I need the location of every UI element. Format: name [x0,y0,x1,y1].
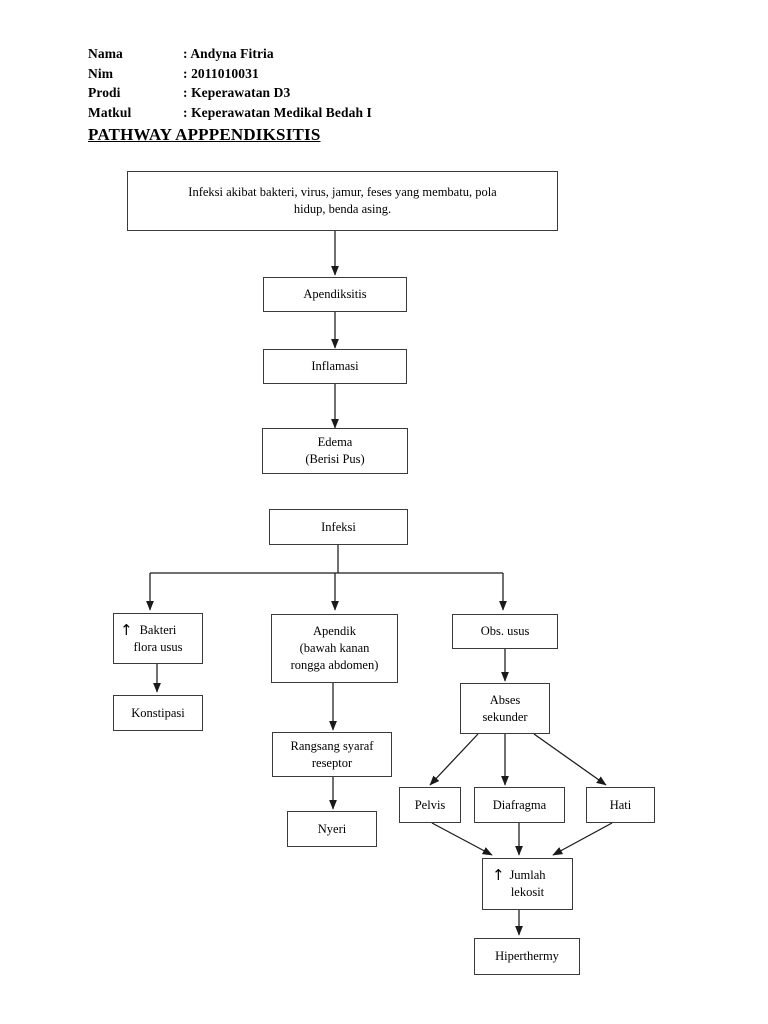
node-bakteri-flora-usus-label: Bakteri flora usus [133,622,183,654]
edge-pelvis-to-lekosit [431,822,493,856]
node-apendik-label: Apendik (bawah kanan rongga abdomen) [290,624,379,672]
node-abses-sekunder-label: Abses sekunder [482,692,528,724]
meta-label-prodi: Prodi [88,85,121,100]
meta-row-prodi: Prodi : Keperawatan D3 [88,83,608,103]
node-diafragma[interactable]: Diafragma [474,787,565,823]
node-rangsang-syaraf-reseptor-label: Rangsang syaraf reseptor [290,738,374,770]
node-obs-usus[interactable]: Obs. usus [452,614,558,649]
edge-abses-to-hati [533,733,607,786]
increase-arrow-icon: ↑ [492,866,505,884]
meta-label-matkul: Matkul [88,104,132,120]
meta-value-matkul: : Keperawatan Medikal Bedah I [183,104,372,120]
node-pelvis-label: Pelvis [414,797,446,812]
student-info-header: Nama : Andyna Fitria Nim : 2011010031 Pr… [88,44,608,146]
meta-value-nim: : 2011010031 [183,65,259,81]
node-apendiksitis[interactable]: Apendiksitis [263,277,407,312]
node-cause[interactable]: Infeksi akibat bakteri, virus, jamur, fe… [127,171,558,231]
node-rangsang-syaraf-reseptor[interactable]: Rangsang syaraf reseptor [272,732,392,777]
node-jumlah-lekosit-label: Jumlah lekosit [509,868,546,899]
node-infeksi-label: Infeksi [321,519,356,534]
node-nyeri-label: Nyeri [317,821,347,836]
node-inflamasi[interactable]: Inflamasi [263,349,407,384]
node-konstipasi[interactable]: Konstipasi [113,695,203,731]
edge-abses-to-pelvis [429,733,479,786]
node-hiperthermy[interactable]: Hiperthermy [474,938,580,975]
node-pelvis[interactable]: Pelvis [399,787,461,823]
meta-value-nama: : Andyna Fitria [183,46,274,61]
node-inflamasi-label: Inflamasi [311,359,359,373]
node-hati[interactable]: Hati [586,787,655,823]
meta-label-nim: Nim [88,65,114,81]
node-abses-sekunder[interactable]: Abses sekunder [460,683,550,734]
node-nyeri[interactable]: Nyeri [287,811,377,847]
node-obs-usus-label: Obs. usus [480,624,530,638]
meta-row-nim: Nim : 2011010031 [88,64,608,84]
node-konstipasi-label: Konstipasi [131,705,185,720]
node-apendiksitis-label: Apendiksitis [303,287,367,301]
meta-value-prodi: : Keperawatan D3 [183,85,291,100]
increase-arrow-icon: ↑ [120,621,133,639]
page-title: PATHWAY APPPENDIKSITIS [88,125,321,144]
node-apendik[interactable]: Apendik (bawah kanan rongga abdomen) [271,614,398,683]
node-bakteri-flora-usus[interactable]: ↑ Bakteri flora usus [113,613,203,664]
node-edema[interactable]: Edema (Berisi Pus) [262,428,408,474]
node-hiperthermy-label: Hiperthermy [495,949,559,963]
meta-row-matkul: Matkul : Keperawatan Medikal Bedah I [88,103,608,123]
edge-hati-to-lekosit [552,822,613,856]
node-diafragma-label: Diafragma [492,797,547,812]
node-infeksi[interactable]: Infeksi [269,509,408,545]
node-cause-label: Infeksi akibat bakteri, virus, jamur, fe… [188,185,497,216]
meta-label-nama: Nama [88,46,123,61]
node-hati-label: Hati [609,797,632,812]
node-edema-label: Edema (Berisi Pus) [305,435,365,466]
meta-row-nama: Nama : Andyna Fitria [88,44,608,64]
node-jumlah-lekosit[interactable]: ↑ Jumlah lekosit [482,858,573,910]
